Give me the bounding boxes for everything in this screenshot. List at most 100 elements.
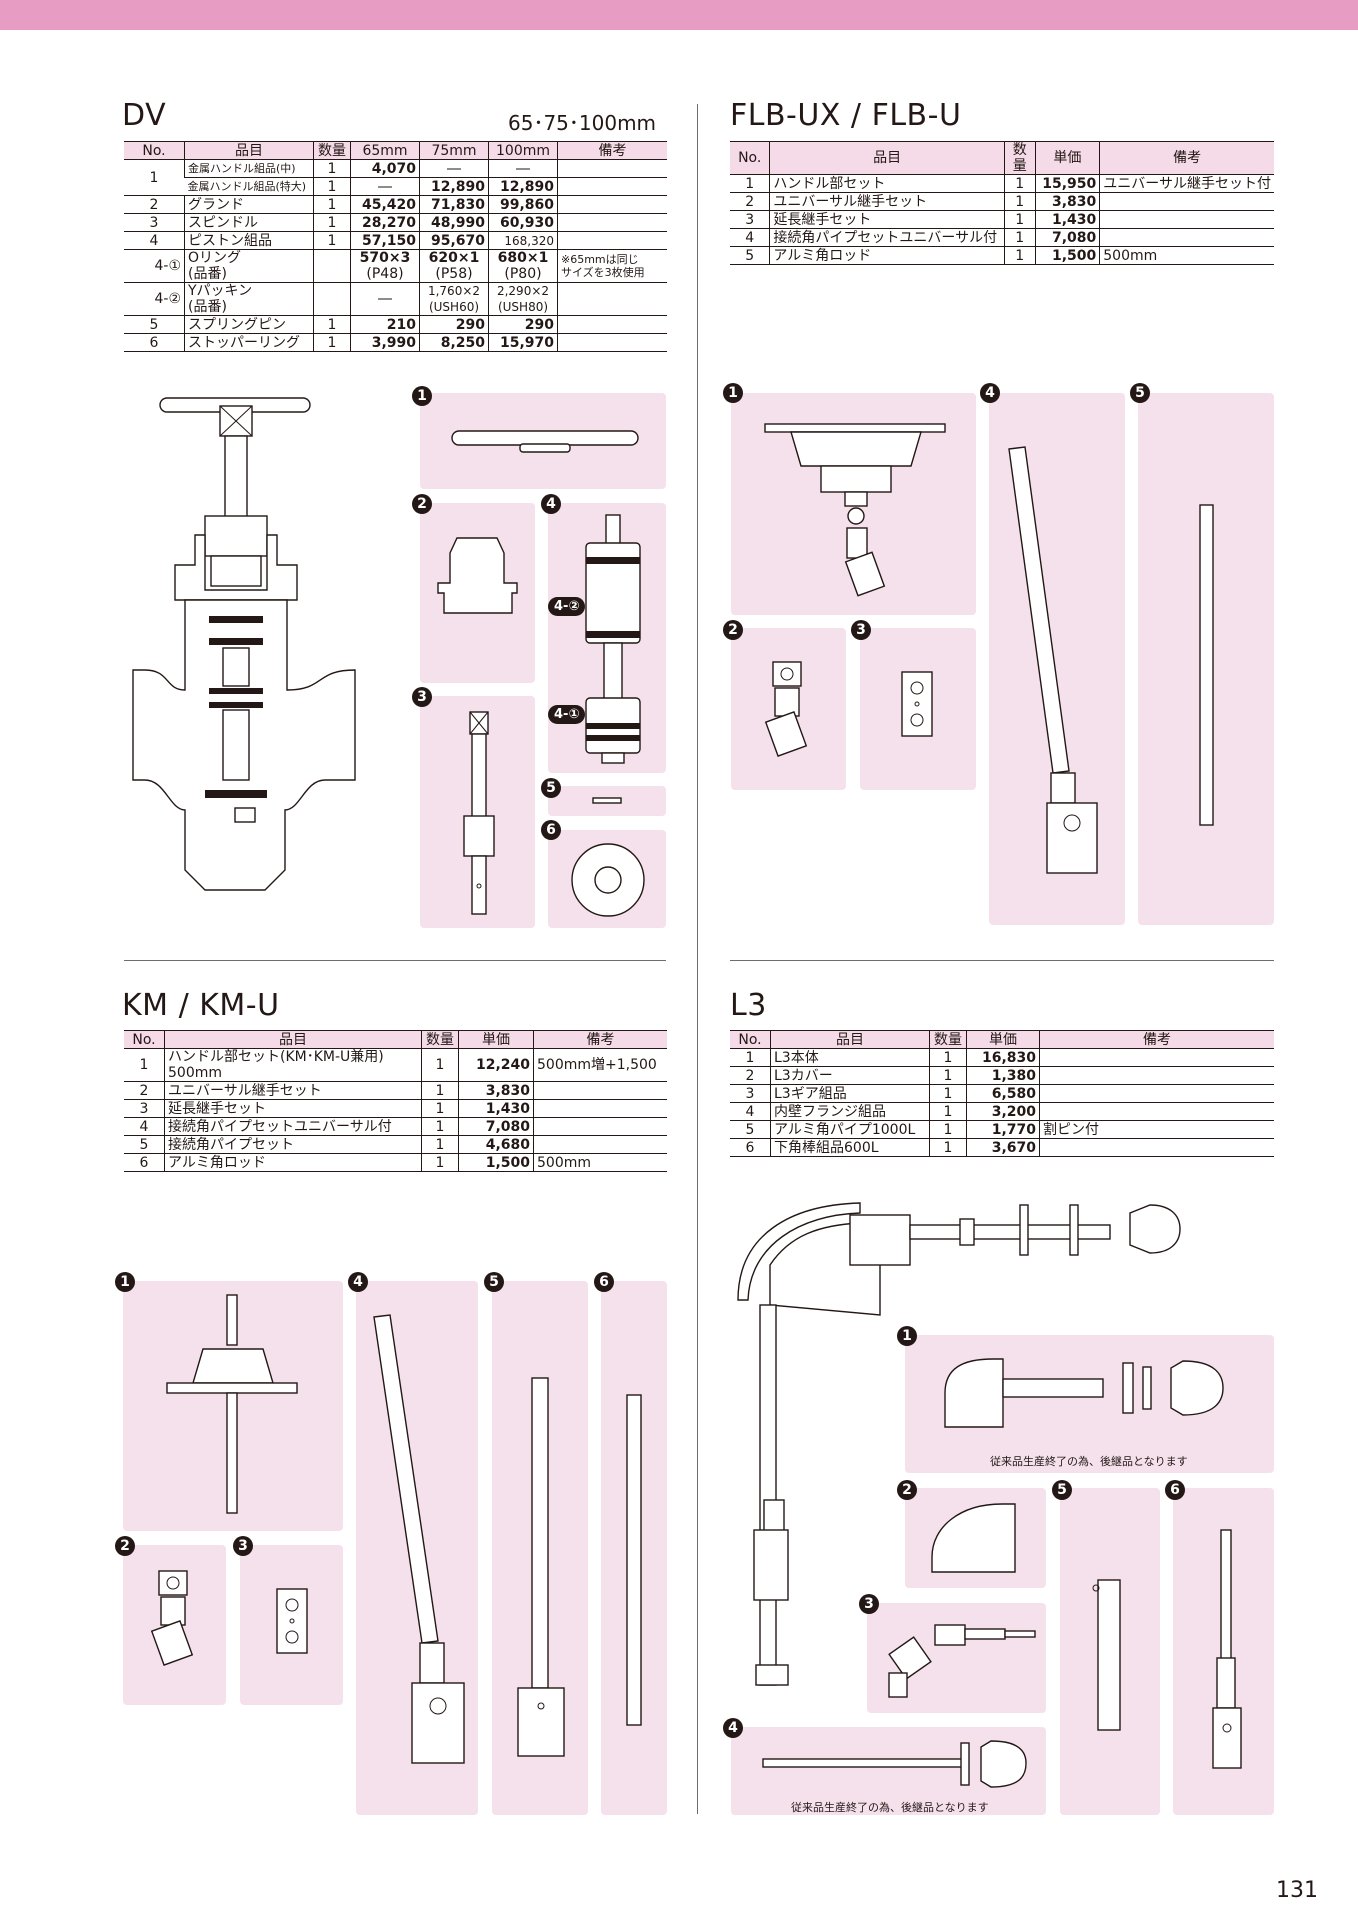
col-note: 備考 xyxy=(557,141,667,160)
dv-label-4: 4 xyxy=(541,494,561,514)
l3-discontinued-note-1: 従来品生産終了の為、後継品となります xyxy=(990,1455,1188,1468)
flb-panel-4 xyxy=(989,393,1125,925)
dv-sizes: 65･75･100mm xyxy=(508,111,657,135)
l3-label-6: 6 xyxy=(1165,1480,1185,1500)
km-panel-4 xyxy=(356,1281,478,1815)
l3-panel-3 xyxy=(867,1603,1046,1713)
table-header-row: No. 品目 数量 65mm 75mm 100mm 備考 xyxy=(124,141,667,160)
dv-panel-1 xyxy=(420,393,666,489)
gland-part xyxy=(437,537,518,614)
l3-lower-bar-part xyxy=(1212,1529,1242,1769)
table-header-row: No. 品目 数量 単価 備考 xyxy=(730,141,1274,175)
top-color-band xyxy=(0,0,1358,30)
aluminum-rod-part xyxy=(1199,504,1214,826)
dv-label-5: 5 xyxy=(541,778,561,798)
l3-title: L3 xyxy=(730,988,767,1023)
horizontal-divider-right xyxy=(730,960,1274,961)
page-number: 131 xyxy=(1276,1878,1318,1903)
stopper-ring-part xyxy=(571,843,645,917)
table-row: 1 金属ハンドル組品(中) 1 4,070 ― ― xyxy=(124,159,667,196)
flb-panel-5 xyxy=(1138,393,1274,925)
handle-set-part xyxy=(764,423,946,597)
km-aluminum-rod-part xyxy=(626,1394,642,1726)
flb-label-3: 3 xyxy=(851,620,871,640)
table-row: 4-① Oリング(品番) 570×3(P48) 620×1(P58) 680×1… xyxy=(124,249,667,283)
km-label-1: 1 xyxy=(115,1272,135,1292)
km-panel-6 xyxy=(601,1281,667,1815)
km-panel-1 xyxy=(123,1281,343,1531)
connecting-pipe-part xyxy=(1008,446,1098,874)
flb-panel-2 xyxy=(731,628,846,790)
table-row: 4 ピストン組品 1 57,150 95,670 168,320 xyxy=(124,231,667,250)
km-extension-joint-part xyxy=(276,1588,308,1654)
km-label-4: 4 xyxy=(348,1272,368,1292)
dv-label-2: 2 xyxy=(412,494,432,514)
dv-panel-4 xyxy=(548,503,666,773)
col-100: 100mm xyxy=(488,141,558,160)
km-panel-2 xyxy=(123,1545,226,1705)
km-title: KM / KM-U xyxy=(122,988,280,1023)
km-panel-3 xyxy=(240,1545,343,1705)
l3-wall-flange-part xyxy=(762,1740,1027,1788)
table-row: 4-② Yパッキン(品番) ― 1,760×2(USH60) 2,290×2(U… xyxy=(124,282,667,316)
km-label-2: 2 xyxy=(115,1536,135,1556)
horizontal-divider-left xyxy=(124,960,666,961)
flb-panel-1 xyxy=(731,393,976,615)
km-handle-part xyxy=(166,1294,298,1514)
l3-panel-4: 従来品生産終了の為、後継品となります xyxy=(731,1727,1046,1815)
l3-panel-1: 従来品生産終了の為、後継品となります xyxy=(905,1335,1274,1473)
table-row: 2 グランド 1 45,420 71,830 99,860 xyxy=(124,195,667,214)
km-label-5: 5 xyxy=(484,1272,504,1292)
l3-panel-6 xyxy=(1173,1488,1274,1815)
km-universal-joint-part xyxy=(150,1570,194,1666)
l3-label-3: 3 xyxy=(859,1594,879,1614)
flb-label-5: 5 xyxy=(1130,383,1150,403)
l3-gear-part xyxy=(888,1624,1036,1698)
dv-label-3: 3 xyxy=(412,687,432,707)
km-label-3: 3 xyxy=(233,1536,253,1556)
l3-panel-2 xyxy=(905,1488,1046,1588)
vertical-divider xyxy=(697,104,698,1814)
l3-label-2: 2 xyxy=(897,1480,917,1500)
col-qty: 数量 xyxy=(313,141,351,160)
km-connecting-pipe-set-part xyxy=(517,1377,565,1757)
table-row: 6 ストッパーリング 1 3,990 8,250 15,970 xyxy=(124,333,667,352)
l3-label-1: 1 xyxy=(897,1326,917,1346)
table-header-row: No. 品目 数量 単価 備考 xyxy=(730,1030,1274,1049)
dv-panel-3 xyxy=(420,696,535,928)
flb-panel-3 xyxy=(860,628,976,790)
dv-label-4-2: 4-② xyxy=(548,597,586,616)
universal-joint-part xyxy=(764,661,808,757)
table-row: 金属ハンドル組品(特大) 1 ― 12,890 12,890 xyxy=(124,177,667,196)
dv-panel-6 xyxy=(548,830,666,928)
dv-valve-diagram xyxy=(132,397,356,891)
flb-label-1: 1 xyxy=(723,383,743,403)
dv-panel-5 xyxy=(548,786,666,816)
table-header-row: No. 品目 数量 単価 備考 xyxy=(124,1030,667,1049)
l3-cover-part xyxy=(931,1503,1016,1573)
km-panel-5 xyxy=(492,1281,588,1815)
dv-label-1: 1 xyxy=(412,386,432,406)
flb-title: FLB-UX / FLB-U xyxy=(730,98,962,133)
l3-label-5: 5 xyxy=(1052,1480,1072,1500)
spring-pin-part xyxy=(592,797,622,804)
dv-spec-table: No. 品目 数量 65mm 75mm 100mm 備考 1 金属ハンドル組品(… xyxy=(124,141,667,352)
dv-label-4-1: 4-① xyxy=(548,705,586,724)
